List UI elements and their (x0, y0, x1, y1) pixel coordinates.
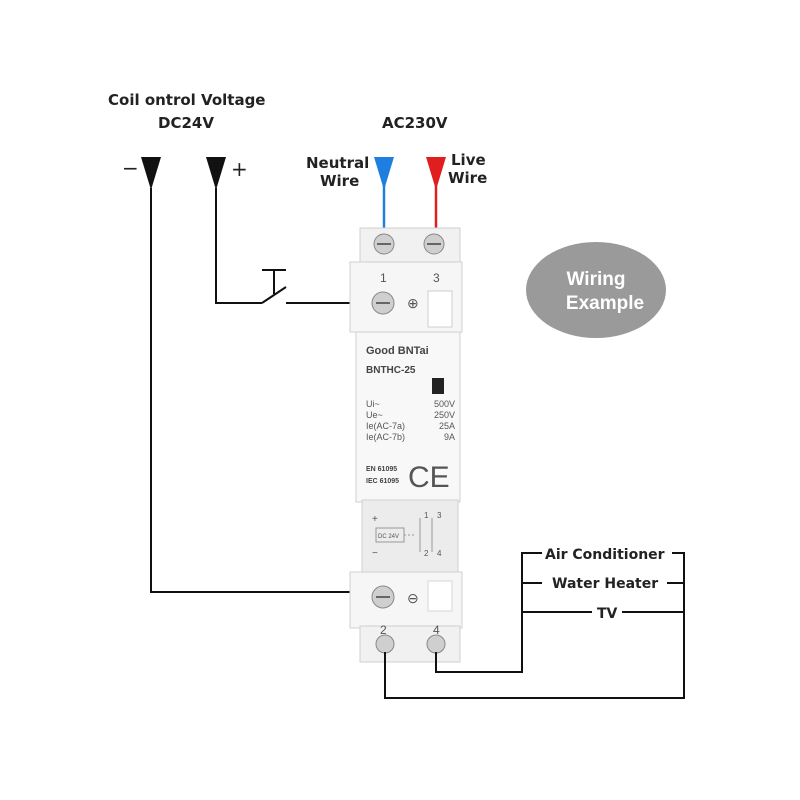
indicator-window (432, 378, 444, 394)
coil-voltage-value: DC24V (158, 114, 214, 132)
dc-minus-sign: − (122, 156, 139, 180)
terminal-2-label: 2 (380, 623, 387, 637)
dc-minus-wire (150, 188, 383, 593)
dc-plus-arrow (206, 157, 226, 190)
spec-label: Ie(AC-7b) (366, 432, 405, 442)
load-air-conditioner: Air Conditioner (545, 547, 665, 563)
terminal-3-label: 3 (433, 271, 440, 285)
neutral-label-line1: Neutral (306, 154, 369, 172)
brand-name: Good BNTai (366, 345, 429, 357)
schematic-num-3: 3 (437, 511, 442, 520)
neutral-wire-arrow (374, 157, 394, 190)
standard-iec: IEC 61095 (366, 478, 399, 485)
dc-plus-wire (215, 188, 262, 304)
spec-value: 9A (444, 432, 455, 442)
spec-label: Ue~ (366, 410, 383, 420)
wiring-example-badge (526, 242, 666, 338)
ac-voltage-value: AC230V (382, 114, 448, 132)
schematic-num-1: 1 (424, 511, 429, 520)
status-window (427, 290, 453, 328)
load-neutral-wire (384, 552, 685, 699)
spec-label: Ui~ (366, 399, 380, 409)
spec-value: 25A (439, 421, 455, 431)
load-water-heater: Water Heater (552, 576, 658, 592)
terminal-1-label: 1 (380, 271, 387, 285)
bottom-window (427, 580, 453, 612)
contactor-device: 1 3 ⊕ Good BNTai BNTHC-25 Ui~ 500V Ue~ 250V… (349, 227, 463, 663)
dc-plus-sign: + (231, 157, 248, 181)
screw-terminal-2-bottom (375, 634, 395, 654)
live-wire-arrow (426, 157, 446, 190)
spec-label: Ie(AC-7a) (366, 421, 405, 431)
load-phase-wire (435, 552, 542, 673)
load-tv: TV (597, 606, 618, 622)
schematic-plus: + (372, 514, 378, 525)
neutral-label-line2: Wire (320, 172, 359, 190)
front-panel (355, 331, 461, 503)
live-label-line2: Wire (448, 169, 487, 187)
terminal-4-label: 4 (433, 623, 440, 637)
model-number: BNTHC-25 (366, 365, 416, 376)
spec-value: 250V (434, 410, 455, 420)
schematic-window (361, 499, 459, 573)
schematic-num-4: 4 (437, 549, 442, 558)
spec-table: Ui~ 500V Ue~ 250V Ie(AC-7a) 25A Ie(AC-7b) 9A (366, 399, 455, 442)
ce-mark: CE (408, 461, 450, 494)
coil-schematic: + − DC 24V 1 3 2 4 (372, 511, 442, 559)
schematic-voltage: DC 24V (378, 534, 399, 540)
switch-contact (261, 286, 287, 304)
dc-minus-arrow (141, 157, 161, 190)
schematic-num-2: 2 (424, 549, 429, 558)
badge-line2: Example (566, 293, 644, 314)
coil-minus-symbol: ⊖ (407, 590, 419, 606)
schematic-minus: − (372, 548, 378, 559)
badge-line1: Wiring (567, 269, 626, 290)
coil-plus-symbol: ⊕ (407, 295, 419, 311)
screw-terminal-4-bottom (426, 634, 446, 654)
coil-voltage-title: Coil ontrol Voltage (108, 91, 265, 109)
standard-en: EN 61095 (366, 466, 397, 473)
live-label-line1: Live (451, 151, 486, 169)
spec-value: 500V (434, 399, 455, 409)
